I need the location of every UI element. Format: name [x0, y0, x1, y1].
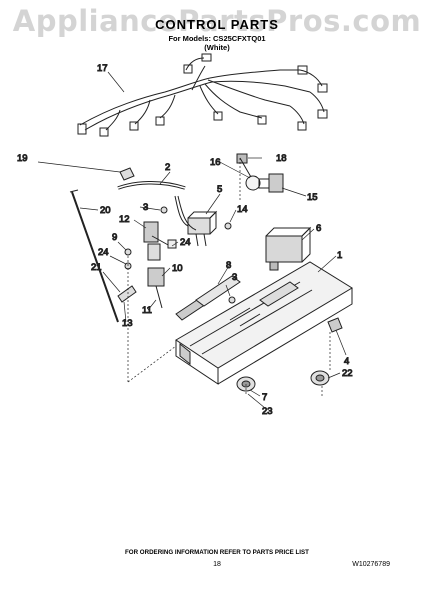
callout-16: 16	[210, 157, 221, 168]
callout-21: 21	[91, 262, 102, 273]
callout-23: 23	[262, 406, 273, 417]
callout-11: 11	[142, 305, 152, 316]
callout-3-upper: 3	[143, 202, 148, 213]
tubing-part	[117, 180, 186, 190]
callout-14: 14	[237, 204, 248, 215]
callout-5: 5	[217, 184, 222, 195]
callout-15: 15	[307, 192, 318, 203]
page-title: CONTROL PARTS	[155, 17, 279, 32]
document-number: W10276789	[352, 561, 390, 568]
callout-24-right: 24	[180, 237, 191, 248]
callout-22: 22	[342, 368, 353, 379]
callout-12: 12	[119, 214, 130, 225]
callout-1: 1	[337, 250, 342, 261]
model-line: For Models: CS25CFXTQ01	[168, 34, 266, 43]
switch-part	[174, 195, 218, 247]
callout-labels: 17 19 2 16 18 20 5 3 14 12 15 6 9 24 21 …	[17, 63, 354, 418]
callout-24-left: 24	[98, 247, 109, 258]
screw-parts	[160, 206, 236, 304]
knob-parts	[236, 370, 330, 392]
model-subtitle: For Models: CS25CFXTQ01 (White)	[0, 34, 434, 52]
wiring-harness-part	[77, 53, 328, 137]
ordering-info: FOR ORDERING INFORMATION REFER TO PARTS …	[125, 549, 309, 556]
callout-18: 18	[276, 153, 287, 164]
clip-part	[119, 167, 135, 181]
transformer-part	[265, 226, 312, 271]
callout-3-lower: 3	[232, 272, 237, 283]
callout-9: 9	[112, 232, 117, 243]
callout-leaders	[37, 71, 347, 409]
callout-7: 7	[262, 392, 267, 403]
housing-part	[175, 261, 353, 385]
leader-lines	[127, 158, 331, 396]
callout-2: 2	[165, 162, 170, 173]
bulb-assembly-part	[236, 153, 284, 193]
callout-17: 17	[97, 63, 108, 74]
rod-part	[69, 189, 119, 323]
color-line: (White)	[204, 43, 230, 52]
callout-19: 19	[17, 153, 28, 164]
callout-6: 6	[316, 223, 321, 234]
callout-10: 10	[172, 263, 183, 274]
small-parts	[117, 248, 137, 303]
callout-13: 13	[122, 318, 133, 329]
control-board-part	[195, 275, 241, 307]
actuator-assembly-part	[143, 221, 177, 309]
watermark-text: AppliancePartsPros.com	[12, 4, 422, 38]
callout-20: 20	[100, 205, 111, 216]
page-number: 18	[213, 561, 221, 568]
callout-8: 8	[226, 260, 231, 271]
connector-part	[327, 317, 343, 333]
callout-4: 4	[344, 356, 349, 367]
